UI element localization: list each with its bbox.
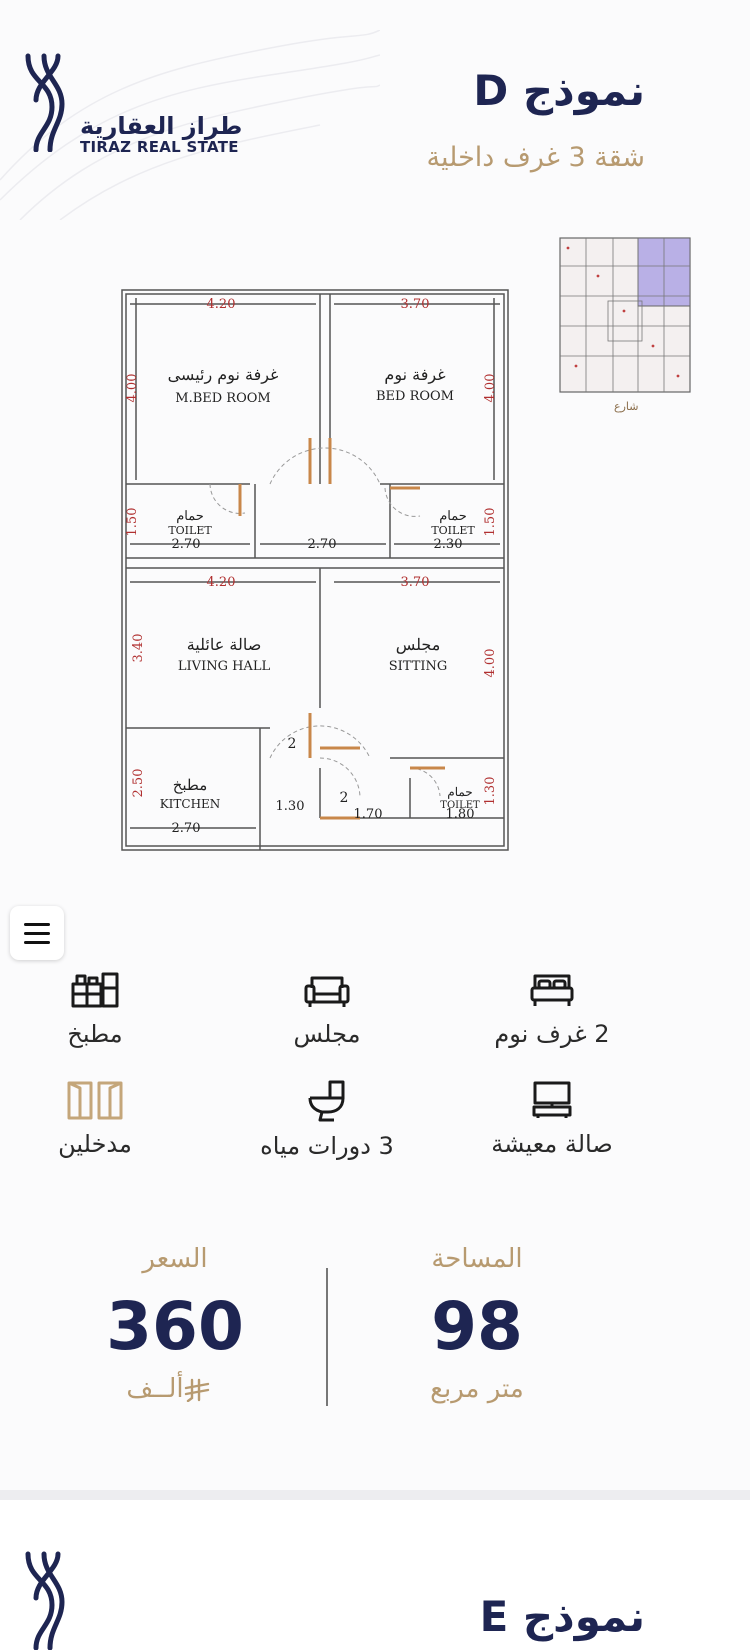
- feature-label: 2 غرف نوم: [494, 1020, 610, 1048]
- area-stat: المساحة 98 متر مربع: [347, 1244, 607, 1404]
- dimension-label: 1.30: [483, 777, 498, 806]
- dimension-label: 4.20: [207, 575, 236, 590]
- dimension-label: 2.30: [434, 537, 463, 552]
- feature-label: صالة معيشة: [491, 1130, 613, 1158]
- price-unit-row: ألــف: [45, 1374, 305, 1404]
- feature-label: 3 دورات مياه: [260, 1132, 394, 1160]
- price-unit: ألــف: [126, 1374, 184, 1404]
- door-icon: [67, 1081, 123, 1120]
- toilet-label-ar: حمام: [439, 509, 467, 524]
- toilet-label-en: TOILET: [168, 524, 212, 537]
- master-bed-label-en: M.BED ROOM: [175, 391, 270, 406]
- tiraz-logo-icon: [25, 1551, 65, 1650]
- feature-living-hall: صالة معيشة: [452, 1080, 652, 1158]
- decorative-swirl: [0, 30, 380, 220]
- riyal-currency-icon: [184, 1378, 209, 1402]
- hamburger-icon: [24, 920, 50, 947]
- toilet-label-ar: حمام: [447, 785, 472, 799]
- dimension-label: 3.40: [131, 634, 146, 663]
- section-separator: [0, 1490, 750, 1500]
- sitting-label-en: SITTING: [389, 659, 448, 674]
- area-value: 98: [431, 1288, 523, 1365]
- tv-icon: [532, 1081, 572, 1118]
- kitchen-label-ar: مطبخ: [173, 776, 208, 794]
- brand-name-english: TIRAZ REAL STATE: [80, 138, 239, 156]
- toilet-icon: [308, 1080, 345, 1122]
- kitchen-icon: [71, 972, 119, 1008]
- bed-label-ar: غرفة نوم: [384, 365, 445, 384]
- menu-button[interactable]: [10, 906, 64, 960]
- dimension-label: 1.70: [354, 807, 383, 822]
- living-hall-label-ar: صالة عائلية: [187, 635, 262, 654]
- dimension-label: 4.00: [483, 374, 498, 403]
- price-value: 360: [106, 1288, 244, 1365]
- toilet-label-en: TOILET: [431, 524, 475, 537]
- feature-toilets: 3 دورات مياه: [227, 1080, 427, 1160]
- price-stat: السعر 360 ألــف: [45, 1244, 305, 1404]
- dimension-label: 1.30: [276, 799, 305, 814]
- toilet-label-en: TOILET: [440, 800, 480, 811]
- door-mark: 2: [340, 790, 349, 806]
- dimension-label: 4.00: [125, 374, 140, 403]
- dimension-label: 1.50: [483, 508, 498, 537]
- area-unit: متر مربع: [430, 1374, 524, 1404]
- sitting-label-ar: مجلس: [396, 635, 441, 654]
- bed-icon: [530, 974, 574, 1006]
- toilet-label-ar: حمام: [176, 509, 204, 524]
- feature-label: مدخلين: [58, 1130, 132, 1158]
- master-bed-label-ar: غرفة نوم رئيسى: [168, 365, 279, 384]
- dimension-label: 2.70: [172, 821, 201, 836]
- feature-entrances: مدخلين: [0, 1080, 195, 1158]
- dimension-label: 3.70: [401, 297, 430, 312]
- dimension-label: 2.70: [308, 537, 337, 552]
- dimension-label: 1.80: [446, 807, 475, 822]
- dimension-label: 2.70: [172, 537, 201, 552]
- building-key-map: [559, 237, 691, 393]
- feature-label: مطبخ: [67, 1020, 123, 1048]
- price-caption: السعر: [142, 1244, 208, 1274]
- model-card: طراز العقارية TIRAZ REAL STATE نموذج D ش…: [0, 30, 691, 1406]
- street-caption: شارع: [614, 400, 639, 413]
- next-model-title: نموذج E: [479, 1592, 645, 1641]
- dimension-label: 1.50: [125, 508, 140, 537]
- floor-plan: غرفة نوم رئيسى M.BED ROOM غرفة نوم BED R…: [121, 289, 509, 851]
- dimension-label: 4.00: [483, 649, 498, 678]
- feature-label: مجلس: [293, 1020, 361, 1048]
- feature-sitting: مجلس: [227, 970, 427, 1048]
- living-hall-label-en: LIVING HALL: [178, 659, 271, 674]
- kitchen-label-en: KITCHEN: [160, 797, 221, 811]
- brand-name-arabic: طراز العقارية: [80, 112, 243, 140]
- door-mark: 2: [288, 736, 297, 752]
- area-caption: المساحة: [431, 1244, 523, 1274]
- feature-bedrooms: 2 غرف نوم: [452, 970, 652, 1048]
- model-title: نموذج D: [473, 66, 645, 115]
- sofa-icon: [304, 976, 350, 1007]
- dimension-label: 3.70: [401, 575, 430, 590]
- bed-label-en: BED ROOM: [376, 389, 454, 404]
- dimension-label: 4.20: [207, 297, 236, 312]
- tiraz-logo-icon: [25, 53, 65, 152]
- stats-divider: [326, 1268, 328, 1406]
- feature-kitchen: مطبخ: [0, 970, 195, 1048]
- dimension-label: 2.50: [131, 769, 146, 798]
- model-subtitle: شقة 3 غرف داخلية: [426, 142, 645, 173]
